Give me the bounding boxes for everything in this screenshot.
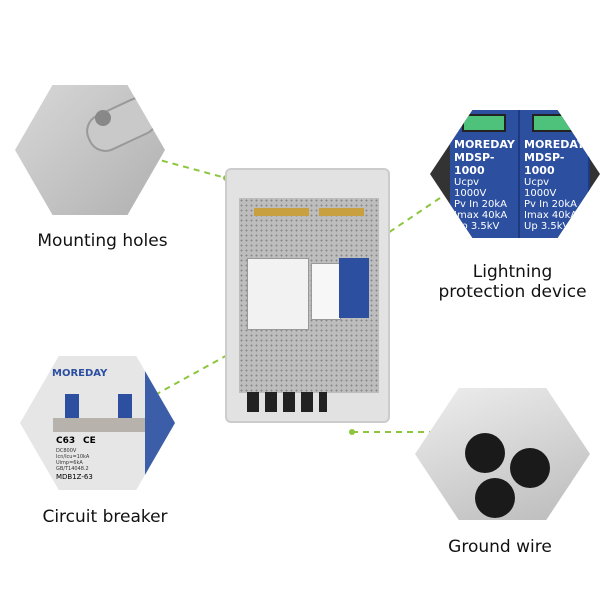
toggle-icon (118, 394, 132, 418)
spd-module (339, 258, 369, 318)
spd-spec: Ucpv 1000V (454, 177, 487, 199)
din-panel (239, 198, 379, 393)
spec: GB/T14048.2 (56, 466, 89, 472)
breaker-brand: MOREDAY (52, 368, 108, 379)
spd-model: MDSP-1000 (454, 151, 495, 177)
cover-bar (53, 418, 148, 432)
label-circuit-breaker: Circuit breaker (42, 507, 168, 527)
spd-brand: MOREDAY (524, 138, 585, 151)
cable-glands (247, 392, 327, 412)
label-line: protection device (438, 282, 587, 302)
breaker (311, 263, 341, 320)
spd-spec: Up 3.5kV (454, 221, 500, 232)
label-line: Lightning (472, 262, 553, 282)
busbar (254, 208, 309, 216)
spd-spec: Pv In 20kA (524, 199, 577, 210)
fuse-holders (247, 258, 309, 330)
gland (510, 448, 550, 488)
ce-mark: CE (83, 436, 96, 446)
screw-icon (95, 110, 111, 126)
spd-spec: Ucpv 1000V (524, 177, 557, 199)
busbar (319, 208, 364, 216)
gland (475, 478, 515, 518)
breaker-model: MDB1Z-63 (56, 473, 93, 481)
spd-model: MDSP-1000 (524, 151, 565, 177)
spd-spec: Pv In 20kA (454, 199, 507, 210)
spd-spec: Up 3.5kV (524, 221, 570, 232)
combiner-box (225, 168, 390, 423)
spec: DC800V (56, 448, 77, 454)
breaker-rating: C63 (56, 436, 76, 446)
spd-spec: Imax 40kA (454, 210, 508, 221)
spd-brand: MOREDAY (454, 138, 515, 151)
gland (465, 433, 505, 473)
spd-spec: Imax 40kA (524, 210, 578, 221)
spec: Uimp=6kA (56, 460, 83, 466)
label-ground-wire: Ground wire (448, 537, 552, 557)
label-mounting-holes: Mounting holes (37, 231, 168, 251)
toggle-icon (65, 394, 79, 418)
spec: Icn/Icu=10kA (56, 454, 90, 460)
